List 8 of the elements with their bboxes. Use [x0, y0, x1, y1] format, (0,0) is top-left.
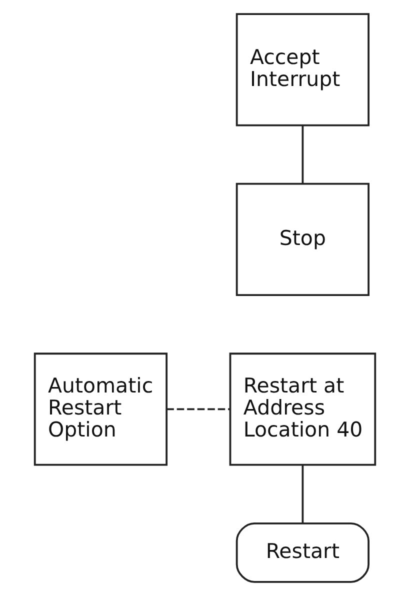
node-box: Stop [235, 182, 370, 296]
node-box: Restart at Address Location 40 [228, 352, 376, 466]
connector [166, 408, 230, 410]
connector [301, 465, 304, 524]
node-box: Automatic Restart Option [33, 352, 168, 466]
connector [301, 125, 304, 184]
node-box: Accept Interrupt [235, 13, 370, 126]
node-box: Restart [235, 522, 370, 583]
